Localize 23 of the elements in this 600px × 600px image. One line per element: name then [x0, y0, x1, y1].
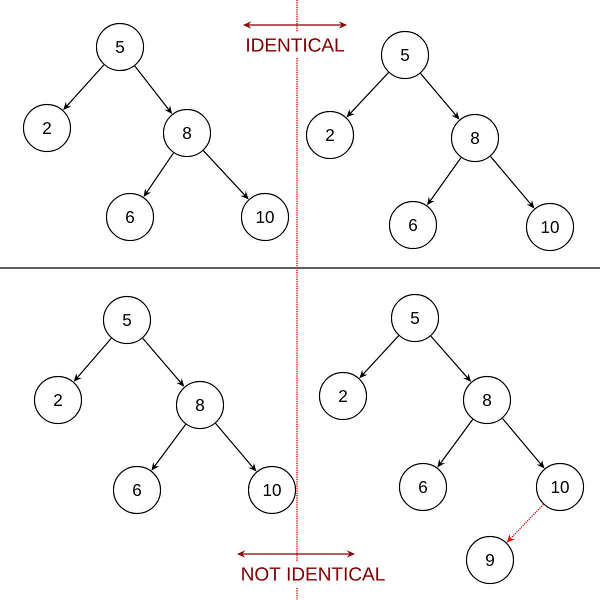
tree-node: 10	[526, 202, 574, 252]
tree-node: 2	[22, 104, 72, 152]
tree-node: 8	[450, 114, 500, 162]
tree-node: 6	[106, 192, 154, 242]
tree-node: 8	[462, 376, 512, 424]
tree-node: 10	[240, 192, 290, 242]
tree-node: 5	[380, 30, 430, 80]
tree-node: 5	[102, 296, 152, 344]
tree-node: 5	[390, 294, 440, 342]
tree-node: 8	[176, 380, 224, 430]
tree-node: 6	[388, 200, 438, 250]
tree-node: 10	[248, 466, 296, 514]
comparison-label: NOT IDENTICAL	[242, 567, 385, 581]
tree-node: 5	[96, 22, 144, 72]
comparison-label: IDENTICAL	[247, 38, 344, 52]
tree-node: 2	[318, 372, 368, 420]
tree-node: 8	[162, 108, 212, 158]
tree-node: 2	[306, 110, 354, 160]
tree-node: 9	[466, 536, 514, 584]
tree-node: 2	[34, 376, 82, 424]
tree-node: 6	[112, 466, 162, 514]
tree-node: 6	[398, 462, 448, 512]
tree-node: 10	[536, 462, 584, 512]
